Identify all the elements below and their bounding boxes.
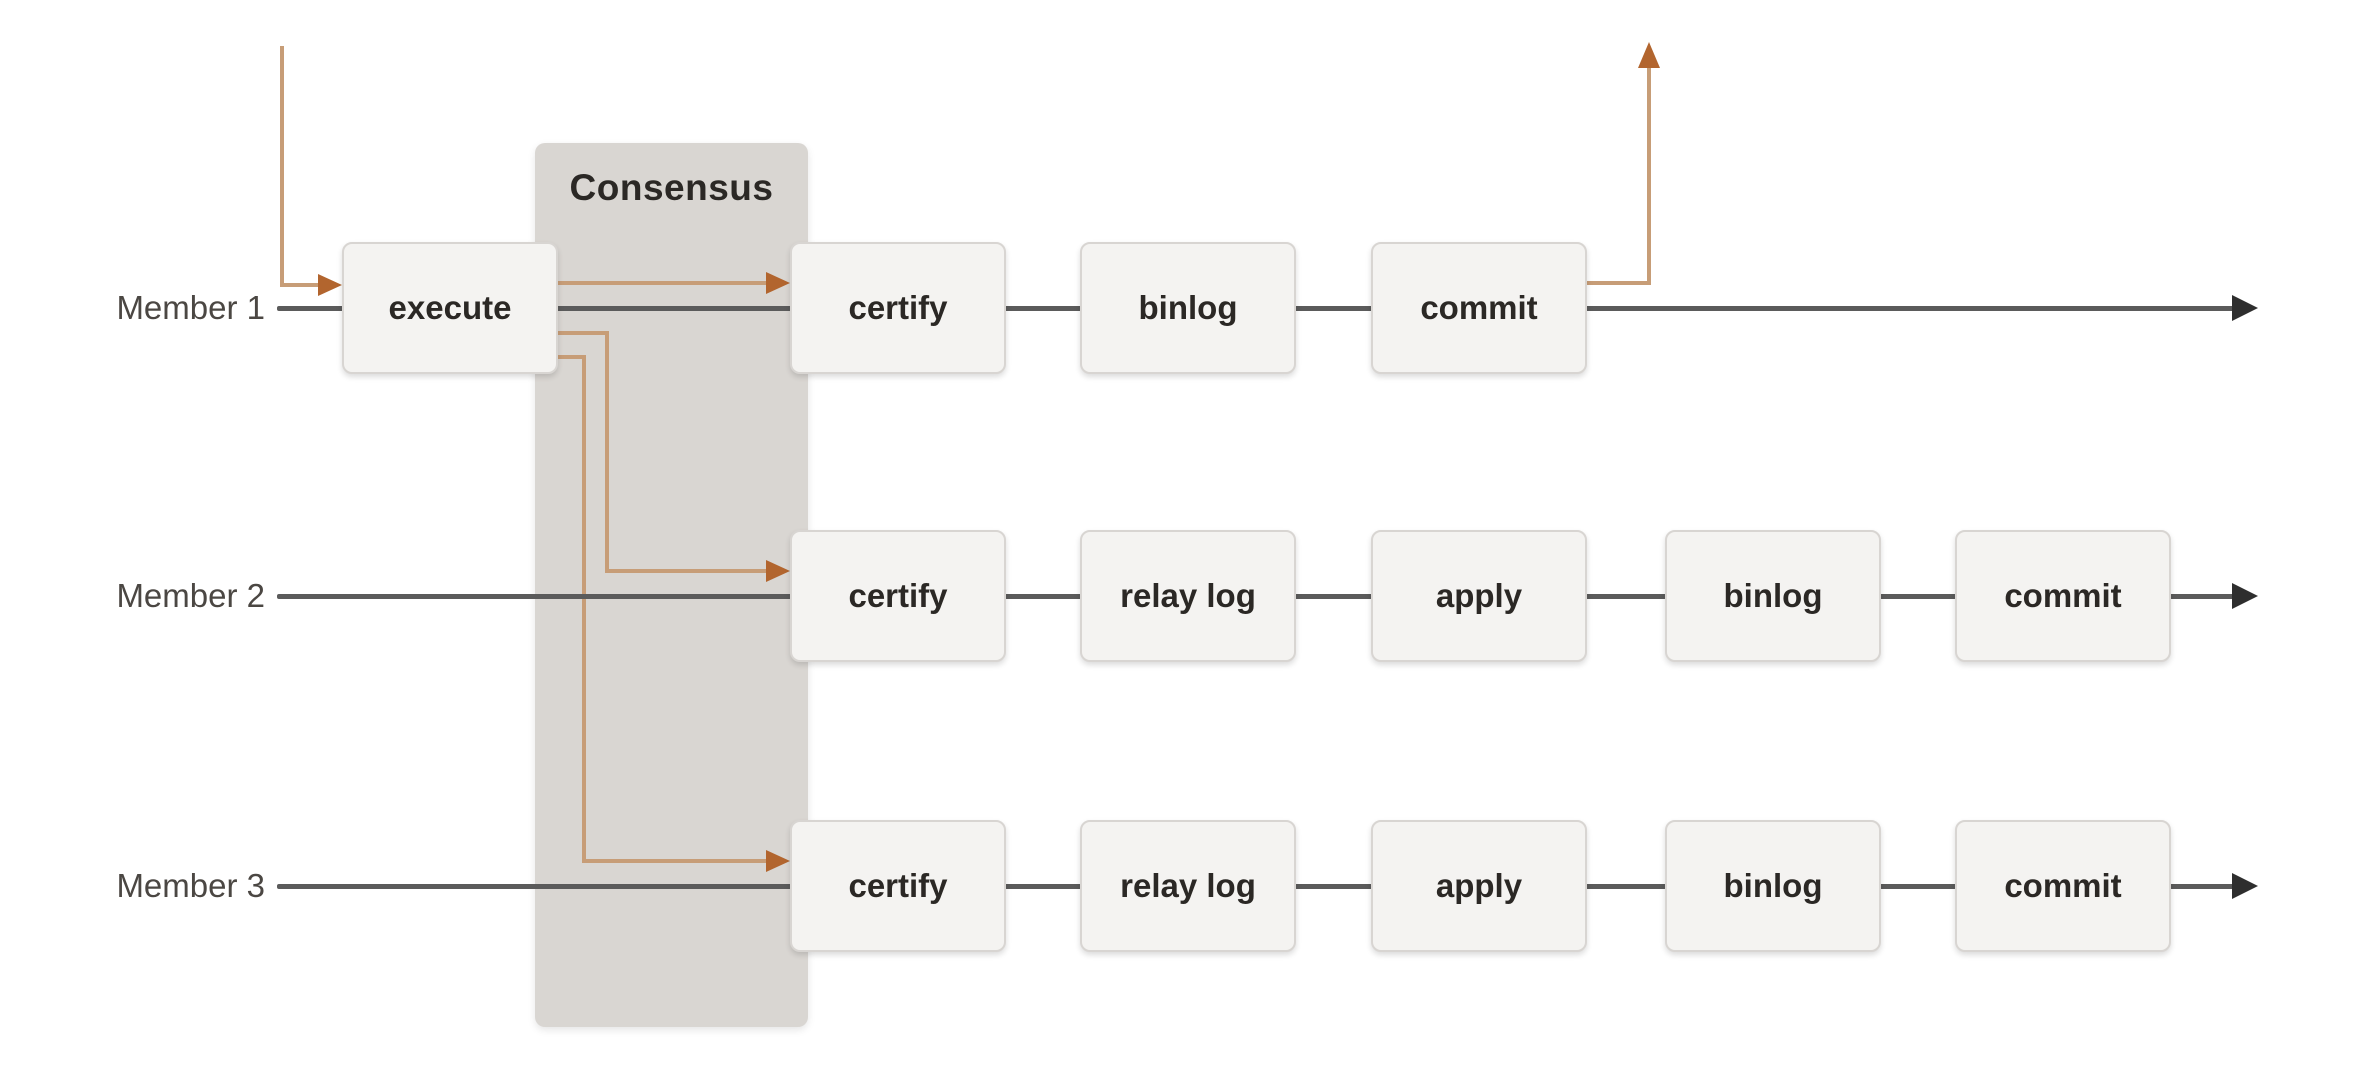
consensus-line-member3-seg2 — [582, 355, 586, 863]
entry-arrowhead-right-icon — [318, 274, 342, 296]
consensus-line-member2-seg2 — [605, 331, 609, 573]
member2-stage-relaylog: relay log — [1080, 530, 1296, 662]
exit-arrow-vertical-line — [1647, 66, 1651, 285]
consensus-line-member1 — [558, 281, 766, 285]
member3-stage-binlog: binlog — [1665, 820, 1881, 952]
member1-stage-binlog: binlog — [1080, 242, 1296, 374]
consensus-label: Consensus — [569, 167, 774, 208]
member2-stage-apply: apply — [1371, 530, 1587, 662]
member3-timeline-arrowhead-icon — [2232, 873, 2258, 899]
member2-stage-commit: commit — [1955, 530, 2171, 662]
member3-stage-commit: commit — [1955, 820, 2171, 952]
member3-label: Member 3 — [116, 867, 265, 904]
consensus-band: Consensus — [535, 143, 808, 1027]
member1-stage-commit: commit — [1371, 242, 1587, 374]
consensus-line-member3-seg3 — [582, 859, 766, 863]
member2-timeline-arrowhead-icon — [2232, 583, 2258, 609]
member1-label: Member 1 — [116, 289, 265, 326]
consensus-arrowhead-member3-icon — [766, 850, 790, 872]
member2-stage-binlog: binlog — [1665, 530, 1881, 662]
member3-stage-relaylog: relay log — [1080, 820, 1296, 952]
consensus-line-member2-seg1 — [558, 331, 609, 335]
entry-arrow-vertical-line — [280, 46, 284, 287]
exit-arrowhead-up-icon — [1638, 42, 1660, 68]
member1-timeline-arrowhead-icon — [2232, 295, 2258, 321]
consensus-line-member3-seg1 — [558, 355, 586, 359]
member3-stage-certify: certify — [790, 820, 1006, 952]
consensus-line-member2-seg3 — [605, 569, 766, 573]
exit-arrow-horizontal-line — [1585, 281, 1651, 285]
member1-stage-certify: certify — [790, 242, 1006, 374]
member2-label: Member 2 — [116, 577, 265, 614]
consensus-arrowhead-member2-icon — [766, 560, 790, 582]
entry-arrow-horizontal-line — [280, 283, 318, 287]
member1-stage-execute: execute — [342, 242, 558, 374]
member2-stage-certify: certify — [790, 530, 1006, 662]
member3-stage-apply: apply — [1371, 820, 1587, 952]
consensus-arrowhead-member1-icon — [766, 272, 790, 294]
